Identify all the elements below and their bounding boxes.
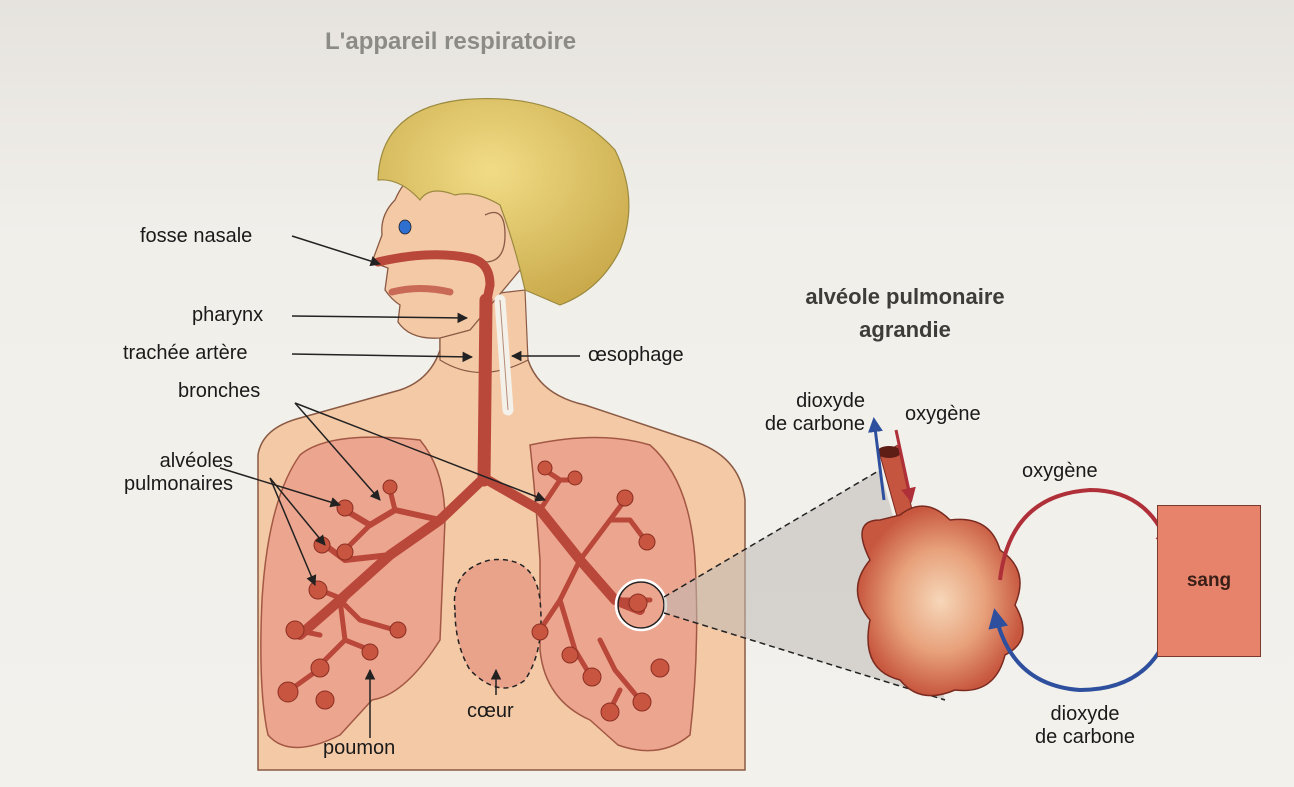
label-alveoles-line-1: alvéoles xyxy=(88,450,233,473)
subtitle-line-2: agrandie xyxy=(770,313,1040,346)
label-dioxyde-top-line-1: dioxyde xyxy=(735,390,865,413)
label-coeur: cœur xyxy=(467,700,514,723)
label-bronches: bronches xyxy=(178,380,260,403)
label-oxygene-top: oxygène xyxy=(905,403,981,426)
label-dioxyde-top-line-2: de carbone xyxy=(735,413,865,436)
label-oxygene-right: oxygène xyxy=(1022,460,1098,483)
trachea xyxy=(484,300,486,480)
label-trachee-artere: trachée artère xyxy=(123,342,248,365)
label-dioxyde-top: dioxyde de carbone xyxy=(735,390,865,436)
label-poumon: poumon xyxy=(323,737,395,760)
sang-box: sang xyxy=(1157,505,1261,657)
label-alveoles-line-2: pulmonaires xyxy=(88,473,233,496)
oxygen-circle-arrow xyxy=(1000,490,1170,580)
label-dioxyde-bottom: dioxyde de carbone xyxy=(1010,703,1160,749)
label-oesophage: œsophage xyxy=(588,344,684,367)
eye xyxy=(399,220,411,234)
label-fosse-nasale: fosse nasale xyxy=(140,225,252,248)
label-dioxyde-bottom-line-1: dioxyde xyxy=(1010,703,1160,726)
label-sang: sang xyxy=(1187,570,1231,592)
label-dioxyde-bottom-line-2: de carbone xyxy=(1010,726,1160,749)
oral-airway xyxy=(392,289,450,293)
label-alveoles-pulmonaires: alvéoles pulmonaires xyxy=(88,450,233,496)
label-pharynx: pharynx xyxy=(192,304,263,327)
enlarged-alveolus-title: alvéole pulmonaire agrandie xyxy=(770,280,1040,346)
subtitle-line-1: alvéole pulmonaire xyxy=(770,280,1040,313)
page-title: L'appareil respiratoire xyxy=(325,28,576,56)
